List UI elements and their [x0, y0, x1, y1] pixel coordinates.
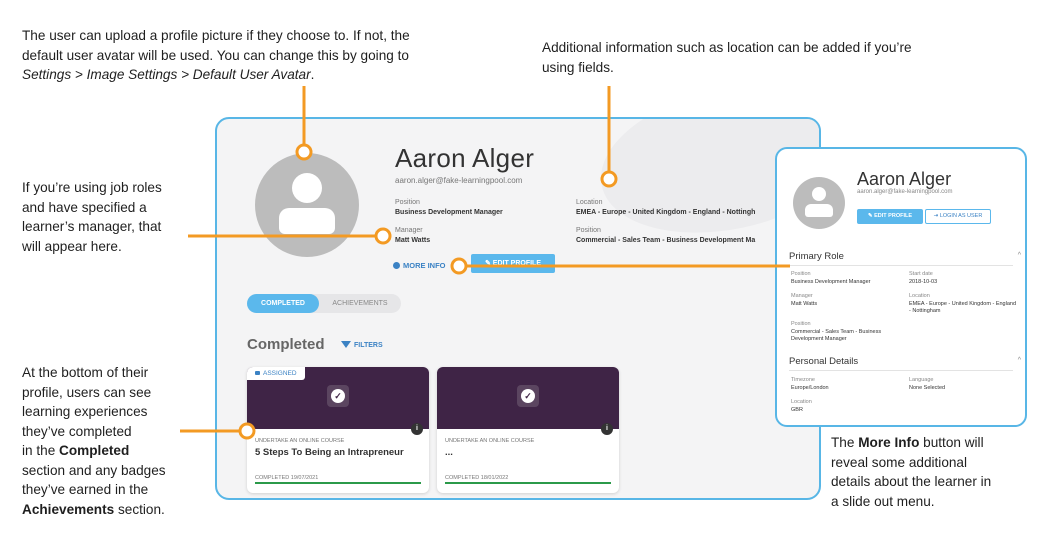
tab-completed[interactable]: COMPLETED [247, 294, 319, 313]
panel-start-value: 2018-10-03 [909, 279, 938, 285]
profile-screenshot: Aaron Alger aaron.alger@fake-learningpoo… [215, 117, 821, 500]
profile-name: Aaron Alger [395, 143, 535, 173]
info-icon[interactable]: i [601, 423, 613, 435]
panel-language-value: None Selected [909, 385, 946, 391]
divider [789, 265, 1013, 266]
card-kind: UNDERTAKE AN ONLINE COURSE [255, 438, 345, 444]
annotation-manager: If you’re using job roles and have speci… [22, 180, 162, 254]
callout-dot-upload [295, 143, 313, 161]
panel-country-value: GBR [791, 407, 803, 413]
position2-value: Commercial - Sales Team - Business Devel… [576, 237, 756, 244]
position2-label: Position [576, 227, 601, 234]
login-as-user-button[interactable]: ⇥ LOGIN AS USER [925, 209, 991, 224]
completion-bar [445, 482, 611, 484]
edit-profile-button[interactable]: ✎ EDIT PROFILE [471, 254, 555, 273]
card-date: COMPLETED 18/01/2022 [445, 475, 509, 481]
panel-position-label: Position [791, 271, 811, 277]
panel-location-label: Location [909, 293, 930, 299]
panel-country-label: Location [791, 399, 812, 405]
more-info-button[interactable]: MORE INFO [393, 261, 446, 270]
panel-email: aaron.alger@fake-learningpool.com [857, 189, 953, 195]
card-title: ... [445, 447, 453, 458]
manager-label: Manager [395, 227, 423, 234]
callout-dot-fields [600, 170, 618, 188]
panel-start-label: Start date [909, 271, 933, 277]
panel-position2-label: Position [791, 321, 811, 327]
profile-email: aaron.alger@fake-learningpool.com [395, 176, 523, 185]
annotation-fields: Additional information such as location … [542, 40, 912, 75]
panel-location-value: EMEA - Europe - United Kingdom - England… [909, 301, 1017, 314]
annotation-more-info: The More Info button will reveal some ad… [831, 435, 992, 509]
callout-dot-manager [374, 227, 392, 245]
edit-icon: ✎ [867, 213, 875, 219]
chevron-up-icon[interactable]: ^ [1017, 252, 1021, 259]
callout-dot-bottom [238, 422, 256, 440]
section-title: Completed [247, 336, 325, 353]
panel-edit-profile-button[interactable]: ✎ EDIT PROFILE [857, 209, 923, 224]
panel-language-label: Language [909, 377, 934, 383]
info-icon [393, 262, 400, 269]
more-info-panel: Aaron Alger aaron.alger@fake-learningpoo… [775, 147, 1027, 427]
location-label: Location [576, 199, 603, 206]
check-badge-icon: ✓ [517, 385, 539, 407]
panel-manager-value: Matt Watts [791, 301, 818, 307]
annotation-upload: The user can upload a profile picture if… [22, 28, 410, 82]
login-icon: ⇥ [933, 213, 940, 219]
position-label: Position [395, 199, 420, 206]
panel-name: Aaron Alger [857, 169, 952, 189]
panel-timezone-value: Europe/London [791, 385, 829, 391]
panel-position2-value: Commercial - Sales Team - Business Devel… [791, 329, 882, 342]
assigned-badge: ASSIGNED [247, 367, 305, 380]
panel-timezone-label: Timezone [791, 377, 815, 383]
filters-button[interactable]: FILTERS [341, 341, 383, 349]
funnel-icon [341, 341, 351, 348]
check-badge-icon: ✓ [327, 385, 349, 407]
annotation-bottom: At the bottom of their profile, users ca… [22, 365, 166, 517]
completion-bar [255, 482, 421, 484]
panel-manager-label: Manager [791, 293, 813, 299]
manager-value: Matt Watts [395, 237, 431, 244]
course-card[interactable]: ✓ i UNDERTAKE AN ONLINE COURSE ... COMPL… [437, 367, 619, 493]
callout-dot-more-info [450, 257, 468, 275]
primary-role-heading[interactable]: Primary Role [789, 251, 844, 262]
course-card[interactable]: ASSIGNED ✓ i UNDERTAKE AN ONLINE COURSE … [247, 367, 429, 493]
card-title: 5 Steps To Being an Intrapreneur [255, 447, 404, 458]
position-value: Business Development Manager [395, 209, 503, 216]
avatar-icon [793, 177, 845, 229]
card-kind: UNDERTAKE AN ONLINE COURSE [445, 438, 535, 444]
divider [789, 370, 1013, 371]
location-value: EMEA - Europe - United Kingdom - England… [576, 209, 756, 216]
personal-details-heading[interactable]: Personal Details [789, 356, 859, 367]
panel-position-value: Business Development Manager [791, 279, 871, 285]
edit-icon: ✎ [484, 260, 493, 267]
info-icon[interactable]: i [411, 423, 423, 435]
card-date: COMPLETED 19/07/2021 [255, 475, 319, 481]
tab-achievements[interactable]: ACHIEVEMENTS [332, 300, 388, 307]
profile-tabs: COMPLETED ACHIEVEMENTS [247, 294, 401, 313]
avatar-icon[interactable] [255, 153, 359, 257]
chevron-up-icon[interactable]: ^ [1017, 357, 1021, 364]
